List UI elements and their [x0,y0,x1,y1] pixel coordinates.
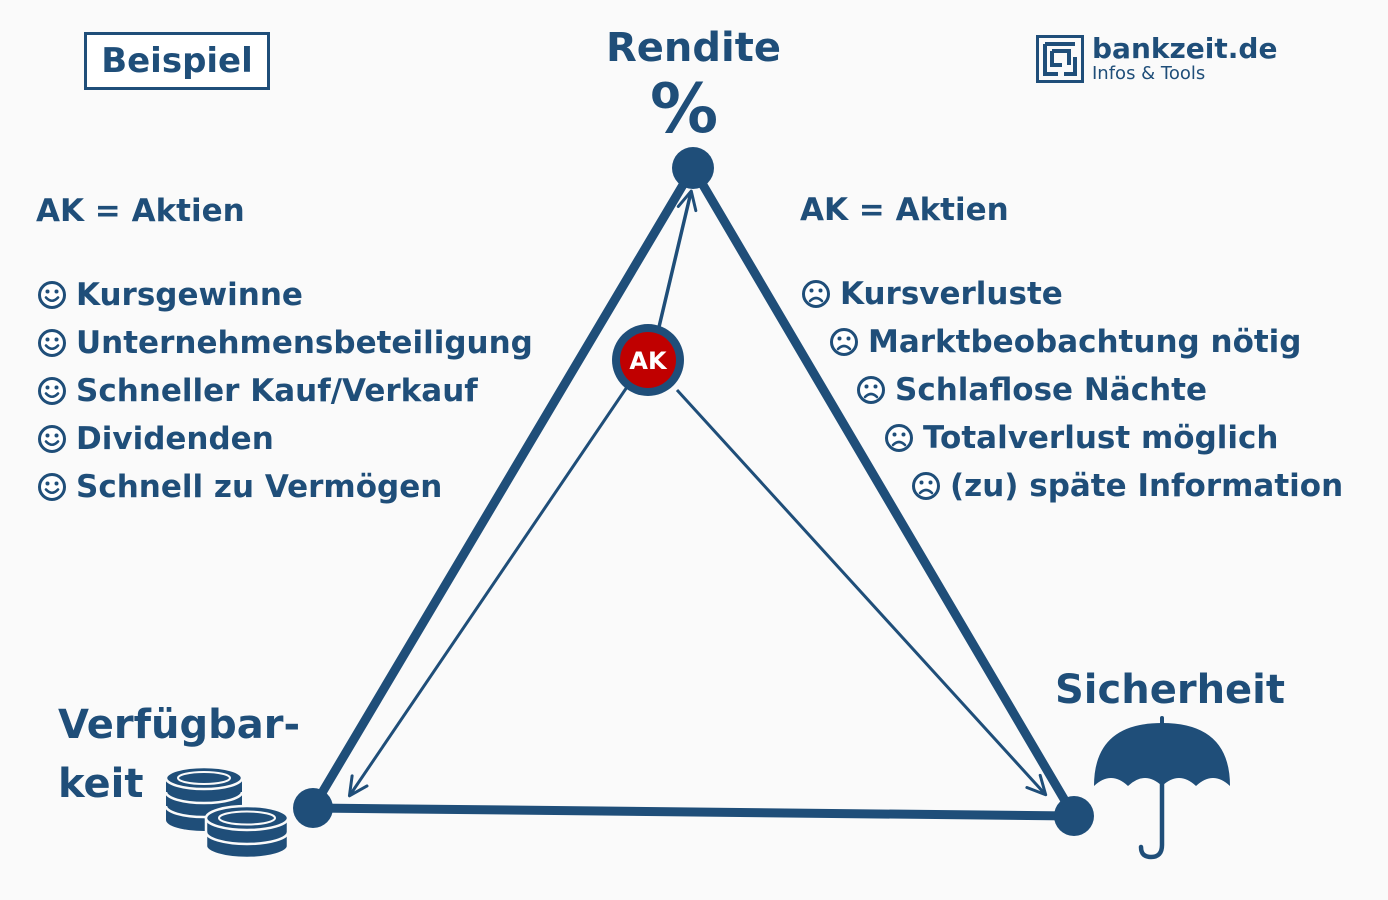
edge-right [688,163,1079,821]
percent-symbol: % [650,70,719,149]
label-verfuegbarkeit-line2: keit [58,761,144,808]
logo[interactable]: bankzeit.de Infos & Tools [1036,33,1277,85]
arrow-to-verfuegbarkeit [347,386,629,798]
pro-item-text: Schnell zu Vermögen [76,468,443,505]
ak-marker-label: AK [629,347,668,375]
con-item-text: (zu) späte Information [950,467,1344,504]
edge-left [308,163,698,813]
smiley-icon [38,329,66,357]
con-item: Schlaflose Nächte [855,374,1207,406]
frowny-icon [912,472,940,500]
con-item: Kursverluste [800,278,1063,310]
pro-item: Unternehmensbeteiligung [36,327,533,359]
arrow-to-sicherheit [675,388,1048,797]
pro-item: Schneller Kauf/Verkauf [36,375,478,407]
con-item-text: Kursverluste [840,275,1063,312]
logo-maze-icon [1036,35,1084,83]
label-sicherheit: Sicherheit [1055,667,1285,713]
frowny-icon [885,424,913,452]
label-verfuegbarkeit-line1: Verfügbar- [58,702,301,748]
label-verfuegbarkeit: Verfügbar- keit [58,696,300,814]
coins-icon [164,765,290,860]
frowny-icon [830,328,858,356]
con-item: Marktbeobachtung nötig [828,326,1302,358]
con-item-text: Totalverlust möglich [923,419,1279,456]
smiley-icon [38,473,66,501]
cons-heading: AK = Aktien [800,192,1009,228]
pro-item-text: Dividenden [76,420,274,457]
pros-heading: AK = Aktien [36,193,245,229]
umbrella-icon [1094,716,1230,860]
con-item-text: Marktbeobachtung nötig [868,323,1302,360]
con-item: (zu) späte Information [910,470,1343,502]
label-rendite: Rendite [606,25,781,71]
arrow-to-rendite [657,189,698,328]
example-badge: Beispiel [84,32,270,90]
pro-item-text: Schneller Kauf/Verkauf [76,372,478,409]
vertex-rendite [672,147,714,189]
pro-item-text: Kursgewinne [76,276,303,313]
smiley-icon [38,281,66,309]
vertex-sicherheit [1054,796,1094,836]
smiley-icon [38,425,66,453]
pro-item: Schnell zu Vermögen [36,471,442,503]
frowny-icon [802,280,830,308]
ak-marker: AK [612,324,684,396]
pro-item-text: Unternehmensbeteiligung [76,324,533,361]
con-item-text: Schlaflose Nächte [895,371,1208,408]
edge-bottom [308,803,1079,821]
con-item: Totalverlust möglich [883,422,1278,454]
vertex-verfuegbarkeit [293,788,333,828]
logo-name: bankzeit.de [1092,32,1278,65]
smiley-icon [38,377,66,405]
frowny-icon [857,376,885,404]
pro-item: Kursgewinne [36,279,303,311]
logo-tagline: Infos & Tools [1092,63,1206,84]
pro-item: Dividenden [36,423,274,455]
